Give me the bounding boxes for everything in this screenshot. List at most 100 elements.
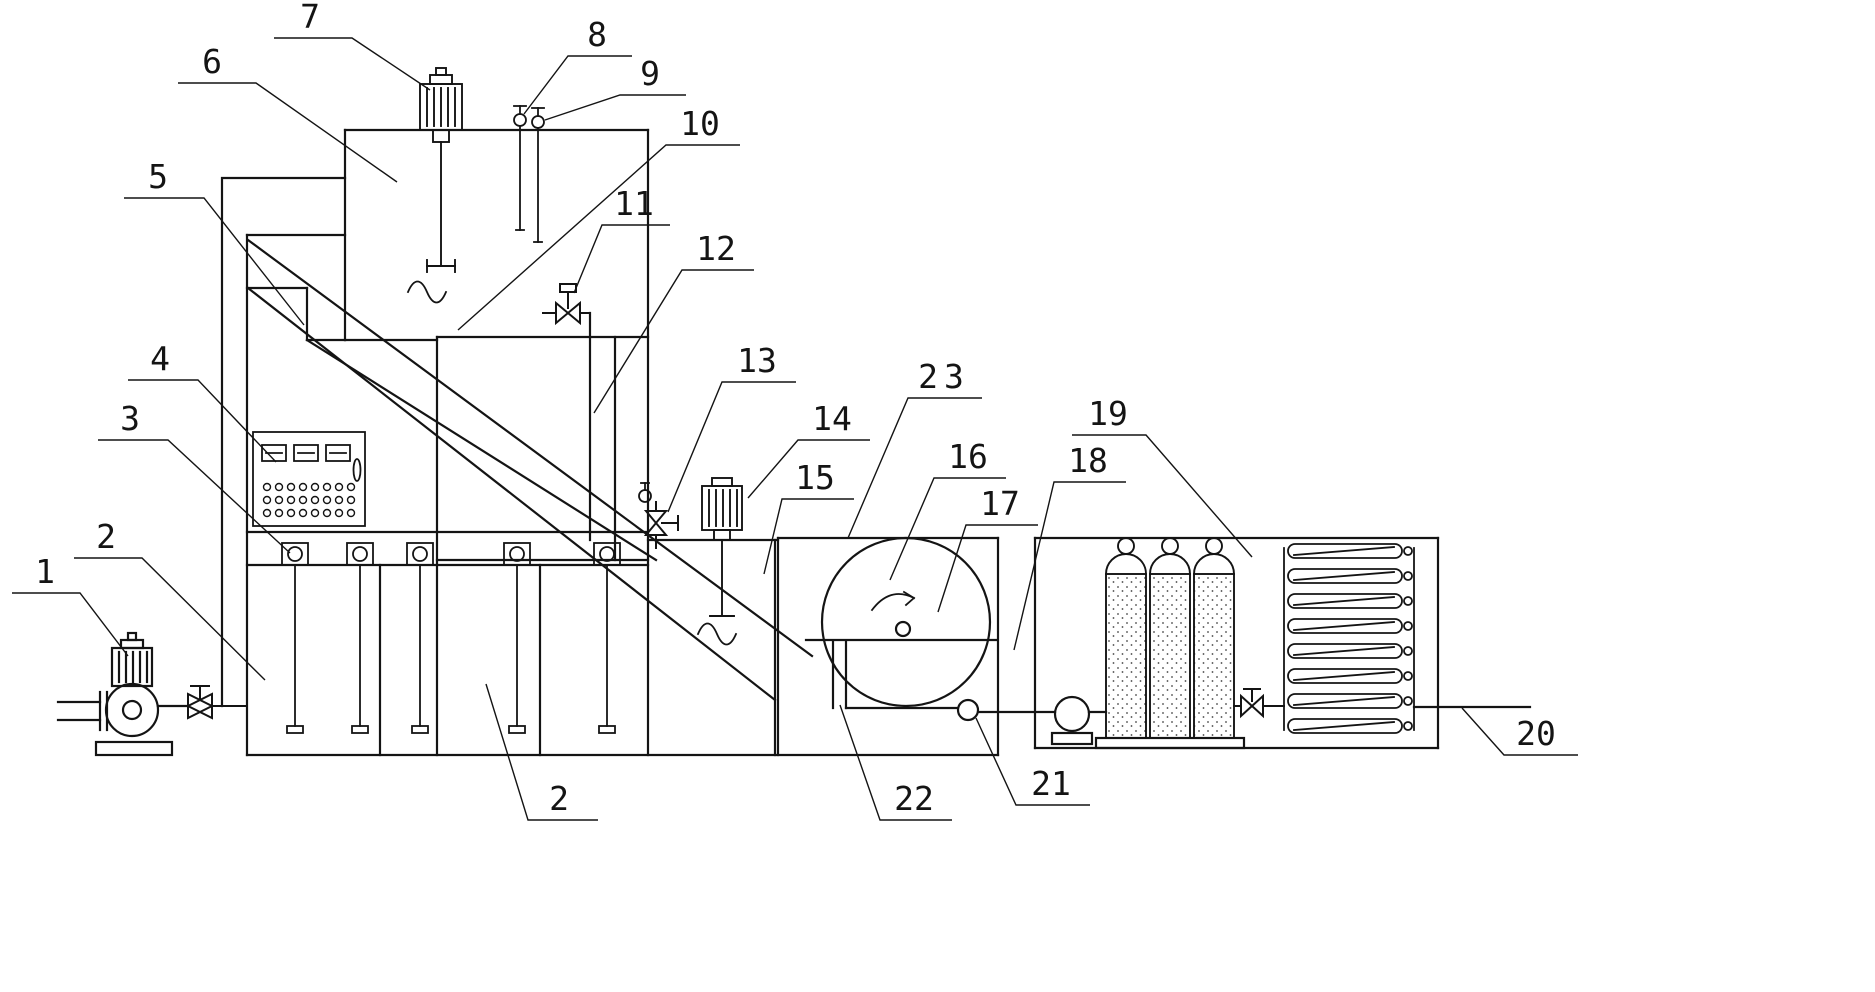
- interconnect-valve: [1233, 688, 1285, 719]
- panel-buttons: [262, 482, 356, 518]
- callout-labels: 1 2 2 3 4 5 6 7 8 9 10 11 12 13 14 15 16…: [35, 0, 1556, 818]
- surface-mixer: [593, 542, 621, 734]
- callout-5: 5: [148, 157, 168, 196]
- membrane-module: [1287, 718, 1413, 734]
- leader-18: [1013, 481, 1126, 651]
- channel-mixer-motor: [696, 477, 743, 646]
- ph-probe: [513, 105, 527, 231]
- panel-display: [261, 444, 287, 462]
- callout-18: 18: [1068, 441, 1108, 480]
- liquid-level-symbol: [406, 280, 448, 304]
- callout-14: 14: [812, 399, 852, 438]
- callout-6: 6: [202, 42, 222, 81]
- leader-6: [178, 82, 398, 183]
- leader-3: [98, 439, 291, 554]
- main-basin: [245, 233, 1000, 757]
- liquid-level-symbol: [696, 622, 738, 646]
- callout-9: 9: [640, 54, 660, 93]
- callout-20: 20: [1516, 714, 1556, 753]
- pump-base: [94, 740, 174, 757]
- membrane-module: [1287, 593, 1413, 609]
- leader-13: [667, 381, 796, 513]
- filter-column: [1105, 537, 1147, 739]
- callout-17: 17: [980, 484, 1020, 523]
- callout-23: 23: [918, 357, 970, 396]
- reaction-tank: [435, 128, 650, 757]
- leader-21: [975, 717, 1090, 806]
- leader-10: [457, 144, 740, 331]
- panel-handle: [352, 458, 362, 482]
- surface-mixer: [281, 542, 309, 734]
- leader-12: [593, 269, 754, 414]
- leader-17: [937, 524, 1038, 613]
- surface-mixer: [346, 542, 374, 734]
- leader-5: [124, 197, 305, 326]
- drum-separator-tank: [776, 536, 1057, 757]
- leader-22: [839, 704, 952, 821]
- callout-1: 1: [35, 552, 55, 591]
- membrane-module: [1287, 568, 1413, 584]
- transfer-pump: [1050, 695, 1108, 746]
- riser-pipe: [220, 176, 347, 708]
- membrane-module: [1287, 693, 1413, 709]
- membrane-module: [1287, 618, 1413, 634]
- callout-7: 7: [300, 0, 320, 36]
- leader-23: [847, 397, 982, 539]
- filter-column: [1149, 537, 1191, 739]
- leader-9: [544, 94, 686, 121]
- callout-21: 21: [1031, 764, 1071, 803]
- rotation-arrow: [870, 590, 916, 612]
- filter-base: [1094, 736, 1246, 750]
- pressure-gauge: [638, 482, 652, 503]
- leader-7: [274, 37, 431, 91]
- membrane-module: [1287, 643, 1413, 659]
- callout-13: 13: [737, 341, 777, 380]
- callout-8: 8: [587, 15, 607, 54]
- pump-volute: [104, 682, 160, 738]
- drain-pipe: [831, 640, 960, 710]
- callout-16: 16: [948, 437, 988, 476]
- callout-4: 4: [150, 339, 170, 378]
- callout-11: 11: [614, 184, 654, 223]
- filter-column: [1193, 537, 1235, 739]
- leader-2b: [485, 683, 598, 821]
- leader-16: [889, 477, 1006, 581]
- leader-15: [763, 498, 854, 575]
- leader-11: [573, 224, 670, 294]
- callout-2b: 2: [549, 779, 569, 818]
- inlet-valve: [185, 685, 248, 720]
- leader-20: [1461, 707, 1578, 756]
- inclined-plates: [245, 233, 814, 702]
- level-probe: [531, 107, 545, 243]
- leader-2a: [74, 557, 266, 681]
- surface-mixer: [503, 542, 531, 734]
- inlet-pipe: [56, 690, 109, 732]
- callout-3: 3: [120, 399, 140, 438]
- leader-4: [128, 379, 277, 463]
- callout-15: 15: [795, 458, 835, 497]
- surface-mixer: [406, 542, 434, 734]
- feed-pump: [94, 631, 190, 757]
- leader-19: [1072, 434, 1253, 558]
- filter-skid: [1033, 536, 1440, 750]
- panel-display: [293, 444, 319, 462]
- leader-8: [523, 55, 632, 115]
- panel-display: [325, 444, 351, 462]
- control-panel: [252, 431, 366, 527]
- leader-14: [747, 439, 870, 499]
- membrane-module: [1287, 543, 1413, 559]
- drum-hub: [894, 620, 912, 638]
- membrane-module: [1287, 668, 1413, 684]
- callout-22: 22: [894, 779, 934, 818]
- callout-12: 12: [696, 229, 736, 268]
- dosing-tank: [343, 128, 650, 342]
- callout-10: 10: [680, 104, 720, 143]
- drain-valve: [643, 501, 679, 549]
- discharge-pump: [956, 698, 980, 722]
- dosing-valve: [542, 283, 591, 326]
- callout-2a: 2: [96, 517, 116, 556]
- membrane-stack: [1283, 543, 1532, 734]
- leader-1: [12, 592, 129, 657]
